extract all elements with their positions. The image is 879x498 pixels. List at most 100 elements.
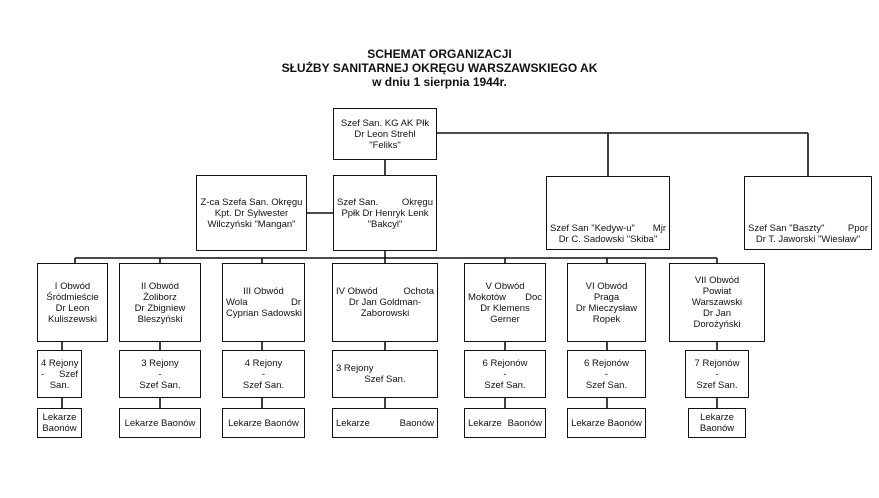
regions-5-count: 6 Rejonów	[482, 357, 528, 369]
regions-6-dash: -	[604, 368, 609, 380]
district-4-line-2: Dr Jan Goldman-	[348, 297, 422, 308]
top-line-3: "Feliks"	[369, 139, 401, 151]
box-baszta-chief: Szef San "Baszty" Ppor Dr T. Jaworski "W…	[744, 176, 872, 250]
district-7-line-1: VII Obwód	[694, 275, 740, 286]
doctors-5-word-2: Baonów	[507, 417, 542, 429]
title-line-3: w dniu 1 sierpnia 1944r.	[372, 75, 507, 89]
chief-title-okregu: Okręgu	[401, 196, 433, 208]
regions-3-dash: -	[261, 368, 266, 380]
box-regions-7: 7 Rejonów - Szef San.	[685, 350, 749, 398]
district-1-line-4: Kuliszewski	[47, 313, 98, 325]
regions-7-dash: -	[715, 368, 719, 380]
regions-1-san: San.	[49, 379, 70, 391]
regions-3-chief: Szef San.	[242, 379, 285, 391]
regions-1-dash: -	[41, 368, 45, 380]
district-4-line-3: Zaborowski	[360, 308, 410, 319]
chief-line-2: Ppłk Dr Henryk Lenk	[341, 207, 429, 219]
district-5-line-1: V Obwód	[485, 280, 525, 292]
district-6-line-4: Ropek	[592, 313, 621, 325]
box-deputy-chief: Z-ca Szefa San. Okręgu Kpt. Dr Sylwester…	[196, 175, 307, 251]
box-doctors-6: Lekarze Baonów	[567, 408, 646, 438]
district-5-area: Mokotów	[468, 291, 507, 303]
box-doctors-5: Lekarze Baonów	[464, 408, 546, 438]
doctors-3-label: Lekarze Baonów	[228, 417, 299, 429]
deputy-line-1: Z-ca Szefa San. Okręgu	[200, 196, 303, 208]
regions-5-dash: -	[503, 368, 507, 380]
kedyw-line-2: Dr C. Sadowski "Skiba"	[558, 234, 658, 245]
title-line-1: SCHEMAT ORGANIZACJI	[367, 47, 512, 61]
regions-1-count: 4 Rejony	[41, 357, 79, 369]
district-1-line-2: Śródmieście	[46, 291, 99, 303]
box-doctors-7: Lekarze Baonów	[688, 408, 746, 438]
district-3-line-2: Wola Dr	[226, 297, 301, 308]
doctors-4-word-2: Baonów	[399, 417, 434, 429]
box-doctors-4: Lekarze Baonów	[332, 408, 438, 438]
box-doctors-1: Lekarze Baonów	[37, 408, 82, 438]
kedyw-line-1: Szef San "Kedyw-u" Mjr	[550, 223, 666, 234]
regions-2-chief: Szef San.	[139, 379, 181, 391]
district-7-line-5: Dorożyński	[693, 319, 741, 330]
district-1-line-3: Dr Leon	[55, 302, 90, 314]
kedyw-rank: Mjr	[652, 223, 666, 234]
regions-1-szef: Szef	[58, 368, 78, 380]
doctors-1-line-2: Baonów	[42, 423, 77, 434]
district-2-line-3: Dr Zbigniew	[134, 302, 186, 314]
top-line-1: Szef San. KG AK Płk	[340, 117, 430, 129]
regions-6-count: 6 Rejonów	[584, 357, 629, 369]
district-1-line-1: I Obwód	[54, 280, 91, 292]
box-regions-1: 4 Rejony - Szef San.	[37, 350, 82, 398]
district-2-line-4: Bleszyński	[137, 313, 183, 325]
box-kedyw-chief: Szef San "Kedyw-u" Mjr Dr C. Sadowski "S…	[546, 176, 670, 250]
district-7-line-4: Dr Jan	[703, 308, 731, 319]
box-district-chief: Szef San. Okręgu Ppłk Dr Henryk Lenk "Ba…	[333, 175, 437, 251]
doctors-1-line-1: Lekarze	[42, 412, 77, 423]
district-3-line-1: III Obwód	[243, 286, 284, 297]
district-5-line-4: Gerner	[490, 313, 520, 325]
deputy-line-3: Wilczyński "Mangan"	[207, 218, 296, 230]
box-regions-5: 6 Rejonów - Szef San.	[464, 350, 546, 398]
district-2-line-1: II Obwód	[140, 280, 180, 292]
title-line-2: SŁUŻBY SANITARNEJ OKRĘGU WARSZAWSKIEGO A…	[281, 61, 598, 75]
district-4-area: Ochota	[403, 286, 434, 297]
regions-3-count: 4 Rejony	[244, 357, 283, 369]
district-3-area: Wola	[226, 297, 248, 308]
regions-2-dash: -	[158, 368, 162, 380]
chief-title: Szef San.	[337, 196, 379, 208]
doctors-7-line-2: Baonów	[699, 423, 735, 434]
deputy-line-2: Kpt. Dr Sylwester	[214, 207, 289, 219]
district-2-line-2: Żoliborz	[143, 291, 177, 303]
district-5-line-3: Dr Klemens	[480, 302, 530, 314]
doctors-4-word-1: Lekarze	[336, 417, 370, 429]
district-7-line-2: Powiat	[702, 286, 732, 297]
kedyw-title: Szef San "Kedyw-u"	[550, 223, 635, 234]
regions-4-count: 3 Rejony	[336, 363, 374, 374]
box-regions-4: 3 Rejony Szef San.	[332, 350, 438, 398]
top-line-2: Dr Leon Strehl	[354, 128, 416, 140]
district-5-title: Doc	[525, 291, 542, 303]
district-4-number: IV Obwód	[336, 286, 378, 297]
box-chief-kg-ak: Szef San. KG AK Płk Dr Leon Strehl "Feli…	[333, 108, 437, 160]
diagram-title: SCHEMAT ORGANIZACJI SŁUŻBY SANITARNEJ OK…	[0, 47, 879, 89]
regions-2-count: 3 Rejony	[141, 357, 179, 369]
baszta-line-1: Szef San "Baszty" Ppor	[748, 223, 868, 234]
doctors-7-line-1: Lekarze	[700, 412, 734, 423]
district-3-title: Dr	[290, 297, 301, 308]
regions-4-chief: Szef San.	[364, 374, 406, 385]
regions-1-line-2: - Szef	[41, 369, 78, 380]
box-district-4: IV Obwód Ochota Dr Jan Goldman- Zaborows…	[332, 263, 438, 342]
regions-6-chief: Szef San.	[585, 379, 628, 391]
box-district-2: II Obwód Żoliborz Dr Zbigniew Bleszyński	[119, 263, 201, 342]
district-6-line-2: Praga	[593, 291, 620, 303]
box-district-6: VI Obwód Praga Dr Mieczysław Ropek	[567, 263, 646, 342]
box-doctors-3: Lekarze Baonów	[222, 408, 305, 438]
baszta-title: Szef San "Baszty"	[748, 223, 825, 234]
doctors-4-line: Lekarze Baonów	[336, 418, 434, 429]
doctors-5-line: Lekarze Baonów	[468, 418, 542, 429]
doctors-2-label: Lekarze Baonów	[124, 417, 196, 429]
regions-5-chief: Szef San.	[484, 379, 526, 391]
chief-line-3: "Bakcyl"	[367, 218, 403, 230]
doctors-5-word-1: Lekarze	[468, 417, 502, 429]
regions-7-count: 7 Rejonów	[694, 357, 740, 369]
doctors-6-label: Lekarze Baonów	[571, 417, 642, 429]
